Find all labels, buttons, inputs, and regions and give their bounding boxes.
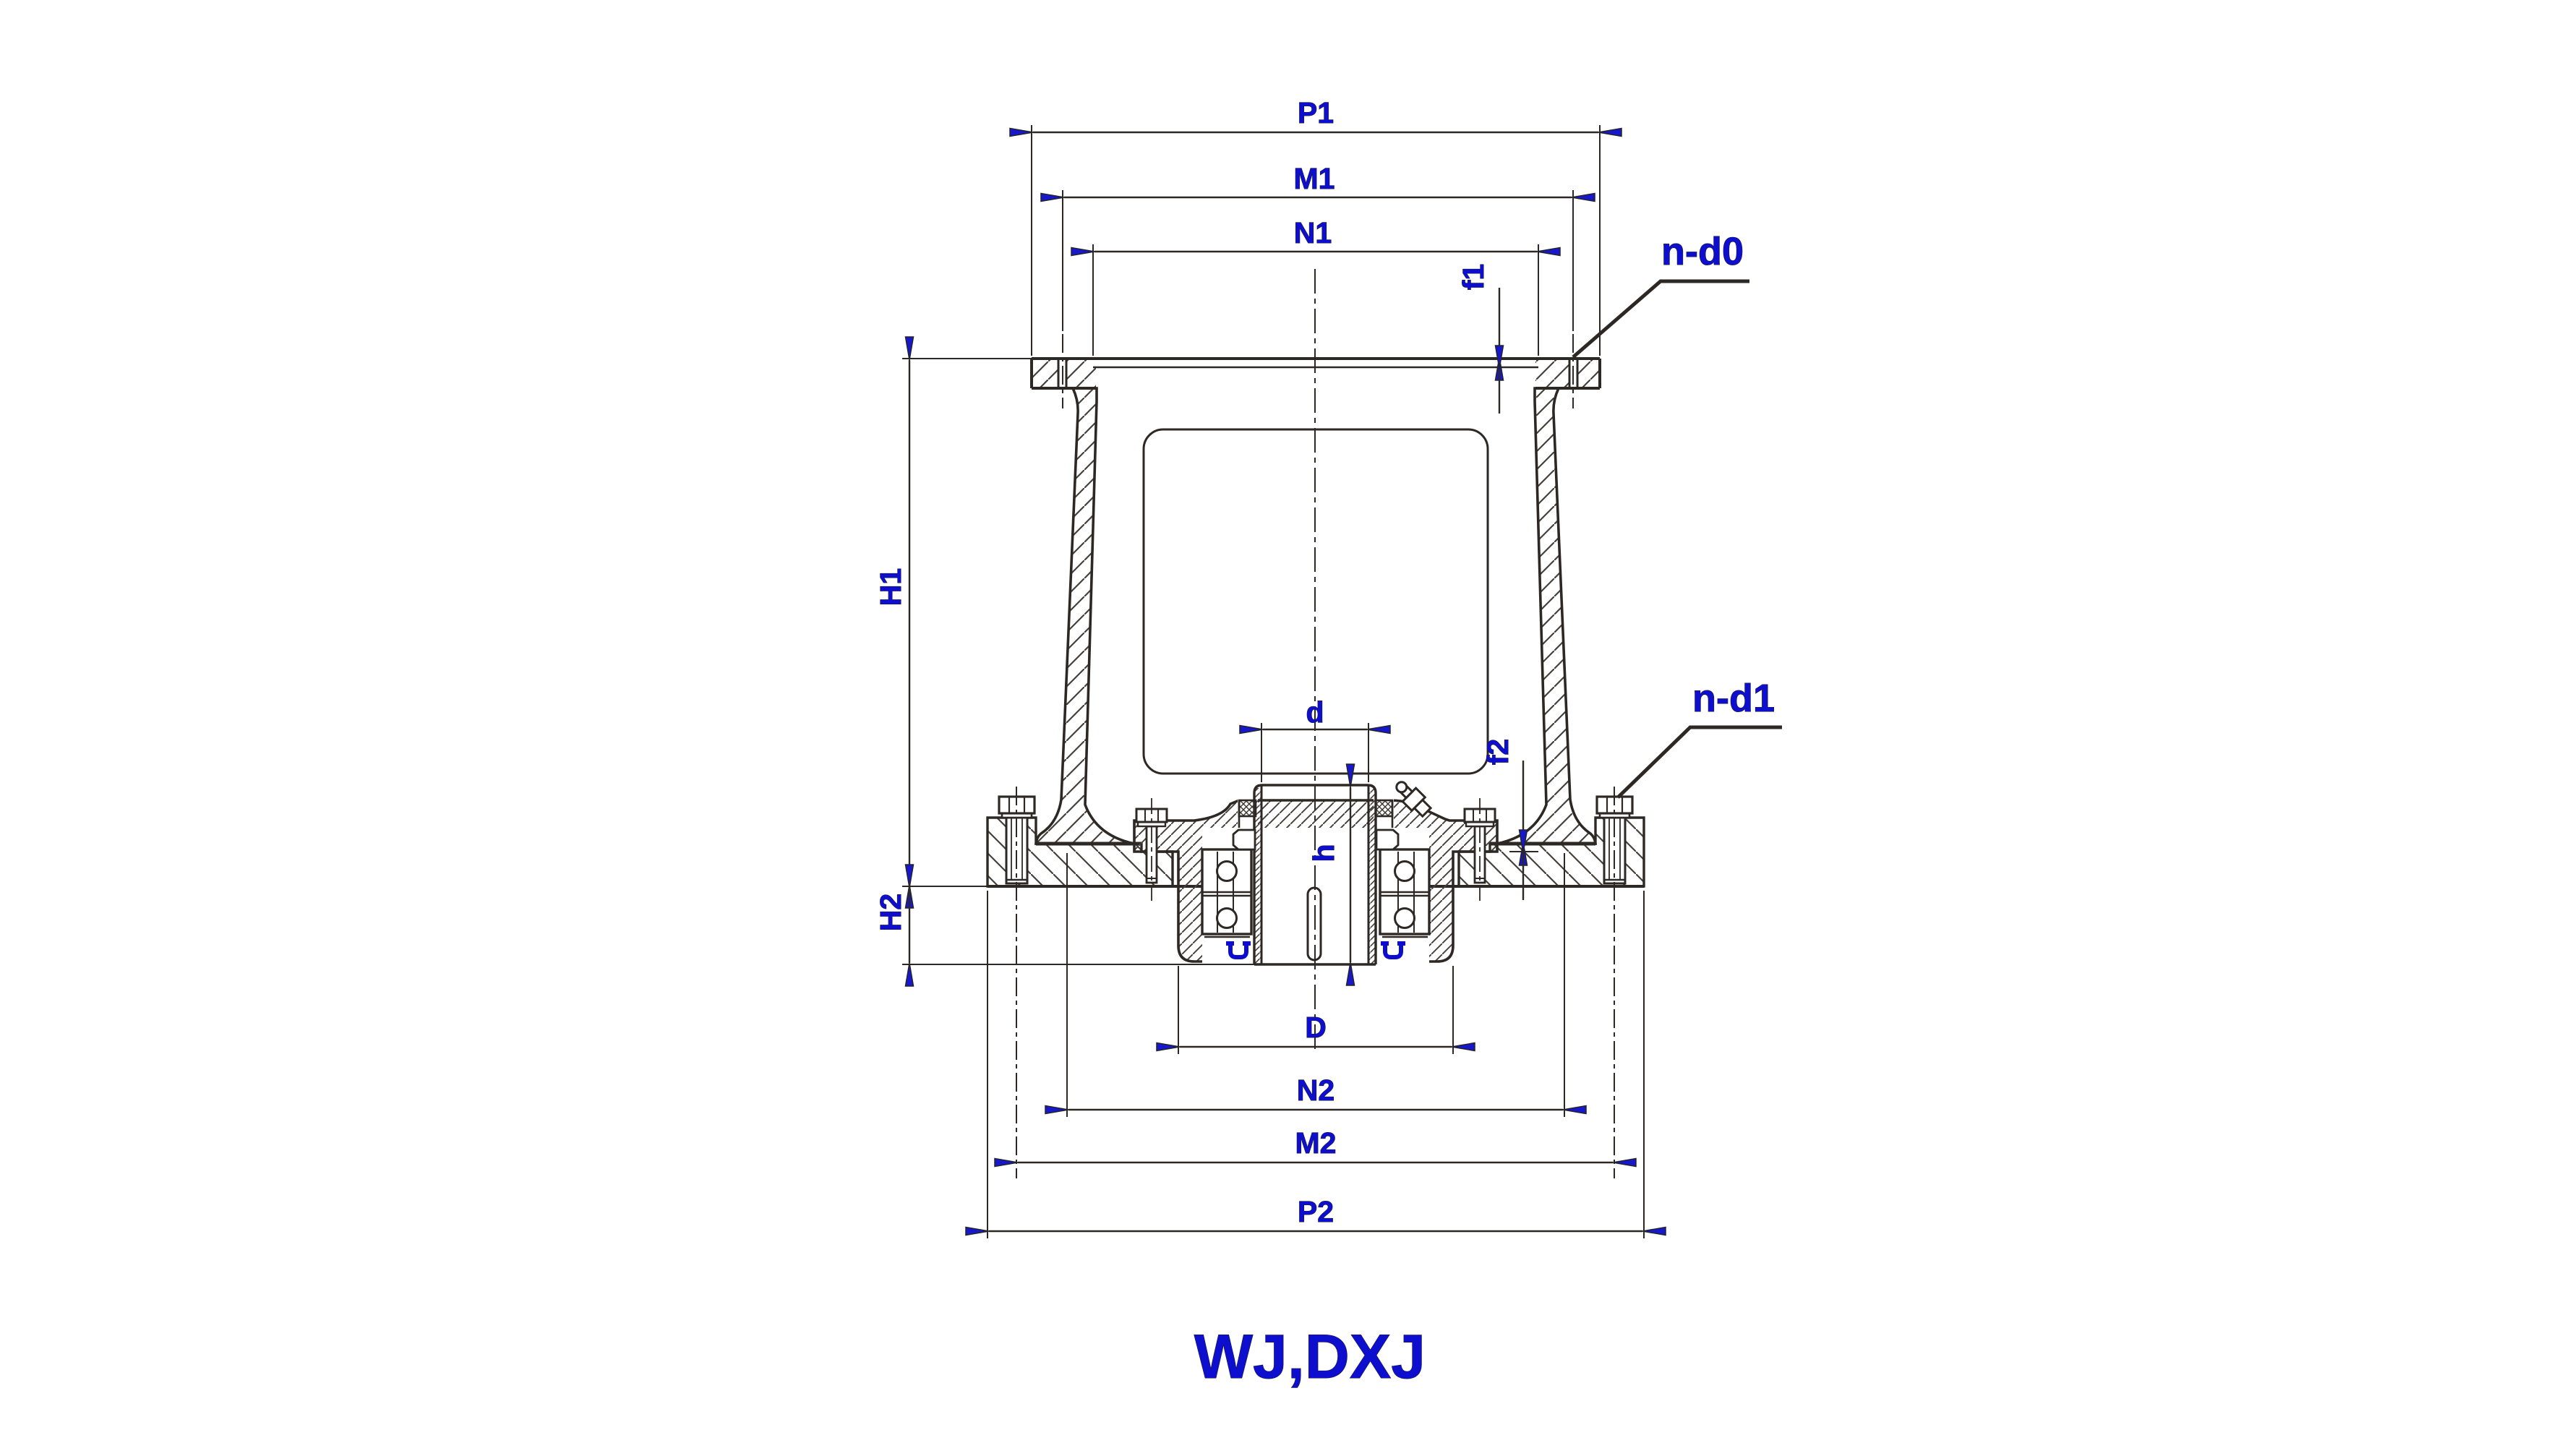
dimensions (902, 125, 1782, 1238)
dim-label-m2: M2 (1295, 1126, 1337, 1160)
dim-label-h1: H1 (874, 568, 907, 606)
dim-label-h2: H2 (874, 894, 907, 931)
bolt-inner-right (1463, 798, 1496, 905)
ball-upper (1394, 860, 1415, 882)
drawing-title: WJ,DXJ (1194, 1322, 1426, 1392)
ball-lower (1216, 907, 1238, 929)
dim-label-f1: f1 (1457, 264, 1490, 290)
leader-nd0 (1572, 279, 1749, 359)
dim-label-p1: P1 (1298, 96, 1334, 129)
dim-label-f2: f2 (1481, 739, 1515, 765)
seal-right (1374, 799, 1394, 818)
dim-label-d: d (1306, 695, 1324, 729)
lantern-walls (1034, 387, 1598, 845)
dim-label-m1: M1 (1294, 162, 1335, 195)
right-wall (1496, 387, 1598, 845)
dim-label-n2: N2 (1297, 1074, 1335, 1107)
locknut-left (1232, 828, 1256, 851)
ball-lower (1394, 907, 1415, 929)
dim-label-nd1: n-d1 (1692, 677, 1775, 720)
seal-left (1238, 799, 1257, 818)
dim-label-nd0: n-d0 (1661, 230, 1744, 273)
bolt-outer-left (998, 787, 1036, 1178)
dim-label-n1: N1 (1294, 216, 1332, 249)
retaining-clips (1226, 941, 1405, 959)
leader-nd1 (1616, 725, 1782, 799)
left-wall (1034, 387, 1135, 845)
bolt-outer-right (1595, 787, 1634, 1178)
bearing-right (1379, 848, 1431, 938)
top-flange (1030, 334, 1601, 408)
grease-fitting (1395, 781, 1433, 818)
bolt-inner-left (1135, 798, 1168, 905)
dim-label-D: D (1305, 1011, 1327, 1044)
locknut-right (1375, 828, 1400, 851)
dim-label-h: h (1307, 844, 1340, 862)
dim-label-p2: P2 (1298, 1195, 1334, 1228)
bearing-left (1201, 848, 1253, 938)
ball-upper (1216, 860, 1238, 882)
